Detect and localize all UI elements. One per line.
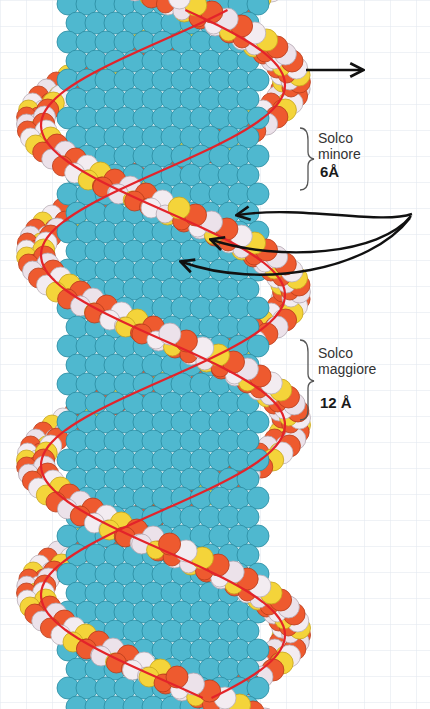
pointer-arrow	[238, 212, 412, 217]
base-stack	[57, 0, 269, 709]
base-atom	[247, 69, 269, 91]
base-atom	[247, 145, 269, 167]
base-atom	[247, 183, 269, 205]
base-atom	[247, 411, 269, 433]
backbone-atom	[166, 666, 188, 688]
backbone-front	[17, 0, 311, 709]
groove-bracket	[300, 340, 314, 420]
pointer-arrow	[306, 69, 362, 71]
helix-trace	[41, 10, 285, 698]
backbone-atom	[159, 533, 181, 555]
dimension: 6Å	[320, 164, 339, 180]
base-atom	[247, 639, 269, 661]
backbone-atom	[168, 0, 190, 9]
backbone-back	[17, 0, 311, 709]
base-atom	[247, 525, 269, 547]
base-atom	[247, 487, 269, 509]
pointer-arrow	[212, 216, 411, 252]
groove-bracket	[300, 128, 314, 190]
helix-trace-line	[41, 10, 285, 698]
helix-trace-line	[41, 10, 285, 698]
base-atom	[247, 297, 269, 319]
groove-label: Solco minore	[318, 130, 393, 162]
backbone-atom	[159, 323, 181, 345]
pointer-arrow	[182, 218, 410, 275]
base-atom	[247, 335, 269, 357]
dimension: 12 Å	[320, 395, 352, 411]
backbone-atom	[168, 197, 190, 219]
groove-label: Solco maggiore	[318, 345, 393, 377]
base-atom	[247, 677, 269, 699]
